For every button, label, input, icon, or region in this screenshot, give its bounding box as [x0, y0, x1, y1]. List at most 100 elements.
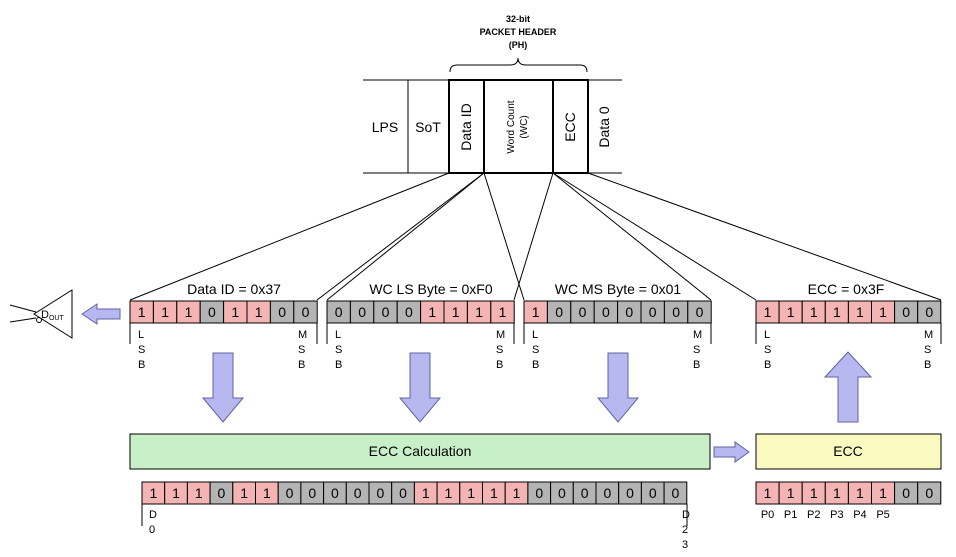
fanout-ecc-right — [587, 172, 942, 301]
bit-value: 1 — [856, 485, 864, 501]
bit-value: 1 — [879, 485, 887, 501]
parity-label: P4 — [853, 509, 866, 521]
lsb-b-wcms: B — [532, 359, 539, 371]
bit-value: 1 — [787, 304, 795, 320]
msb-m-dataid: M — [298, 329, 307, 341]
bit-cell — [917, 481, 942, 505]
bit-value: 1 — [879, 304, 887, 320]
bit-value: 0 — [672, 304, 680, 320]
bit-value: 0 — [302, 304, 310, 320]
bit-value: 0 — [555, 304, 563, 320]
bit-value: 1 — [787, 485, 795, 501]
bit-value: 0 — [399, 485, 407, 501]
bit-value: 0 — [581, 485, 589, 501]
bit-value: 0 — [603, 485, 611, 501]
bit-value: 1 — [532, 304, 540, 320]
lsb-s-wcls: S — [335, 344, 342, 356]
bit-value: 1 — [467, 485, 475, 501]
fanout-wcls-right — [513, 172, 554, 301]
bit-value: 0 — [925, 485, 933, 501]
d23-label-3: 3 — [682, 539, 688, 551]
driver-subscript: OUT — [49, 315, 65, 322]
bit-value: 1 — [240, 485, 248, 501]
bit-value: 1 — [172, 485, 180, 501]
lsb-l-wcms: L — [532, 329, 538, 341]
bit-value: 0 — [579, 304, 587, 320]
driver-wire-top — [9, 304, 37, 313]
bit-cell — [687, 300, 712, 324]
bit-value: 0 — [331, 485, 339, 501]
ph-bracket — [449, 57, 588, 73]
bit-value: 1 — [490, 485, 498, 501]
bit-value: 0 — [358, 304, 366, 320]
down-arrow-wcls-icon — [398, 352, 442, 423]
bit-value: 1 — [149, 485, 157, 501]
fanout-wcms-left — [483, 172, 525, 301]
parity-label: P0 — [761, 509, 774, 521]
byte-label-wcms: WC MS Byte = 0x01 — [555, 281, 682, 297]
bit-value: 1 — [810, 485, 818, 501]
ecc-calculation-label: ECC Calculation — [369, 443, 472, 459]
lsb-b-wcls: B — [335, 359, 342, 371]
packet-header-box — [448, 79, 589, 174]
output-driver: DOUT — [9, 289, 73, 339]
bit-value: 0 — [602, 304, 610, 320]
bit-value: 1 — [856, 304, 864, 320]
ecc-box — [755, 433, 942, 470]
msb-m-wcls: M — [496, 329, 505, 341]
bit-value: 1 — [422, 485, 430, 501]
bit-value: 0 — [535, 485, 543, 501]
fanout-dataid-left — [129, 172, 450, 301]
d0-label-0: 0 — [149, 524, 155, 536]
fanout-wcms-right — [552, 172, 712, 301]
parity-label: P1 — [784, 509, 797, 521]
msb-s-dataid: S — [298, 344, 305, 356]
fanout-ecc-left — [552, 172, 757, 301]
bit-value: 1 — [452, 304, 460, 320]
bit-value: 0 — [376, 485, 384, 501]
down-arrow-wcms-icon — [596, 352, 640, 423]
fanout-wcls-left — [326, 172, 485, 301]
lsb-b-ecc: B — [764, 359, 771, 371]
bit-value: 1 — [475, 304, 483, 320]
bit-value: 1 — [499, 304, 507, 320]
bit-value: 1 — [428, 304, 436, 320]
lps-label: LPS — [372, 119, 398, 135]
msb-s-wcls: S — [496, 344, 503, 356]
down-arrow-dataid-icon — [201, 352, 245, 423]
wc-abbrev-label: (WC) — [519, 115, 530, 138]
fanout-dataid-right — [316, 172, 485, 301]
msb-b-ecc: B — [924, 359, 931, 371]
bit-value: 0 — [218, 485, 226, 501]
bit-value: 0 — [696, 304, 704, 320]
bit-value: 0 — [382, 304, 390, 320]
packet-header-block: 32-bit PACKET HEADER (PH) LPS SoT Data I… — [363, 14, 622, 174]
bit-value: 0 — [335, 304, 343, 320]
d0-label-d: D — [149, 509, 157, 521]
bit-value: 0 — [672, 485, 680, 501]
ecc-cell-label: ECC — [562, 112, 578, 142]
ph-title-line-3: (PH) — [509, 40, 528, 50]
driver-label: DOUT — [41, 309, 64, 322]
lsb-l-ecc: L — [764, 329, 770, 341]
bit-value: 1 — [764, 304, 772, 320]
byte-label-dataid: Data ID = 0x37 — [187, 281, 281, 297]
bit-value: 1 — [185, 304, 193, 320]
ph-title-line-2: PACKET HEADER — [480, 27, 557, 37]
dataid-cell-label: Data ID — [458, 103, 474, 150]
msb-m-wcms: M — [693, 329, 702, 341]
bit-value: 1 — [764, 485, 772, 501]
arrow-to-driver-icon — [81, 303, 121, 325]
bit-value: 0 — [558, 485, 566, 501]
bit-cell — [293, 300, 318, 324]
wordcount-cell-label: Word Count — [506, 100, 517, 153]
bit-value: 0 — [354, 485, 362, 501]
bit-value: 1 — [810, 304, 818, 320]
